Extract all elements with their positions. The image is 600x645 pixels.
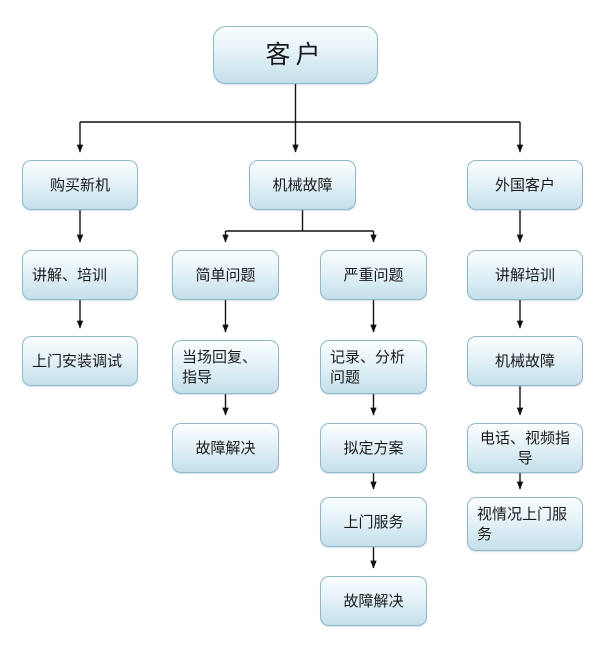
node-mechanical-fault[interactable]: 机械故障 [249, 160, 356, 210]
node-label: 机械故障 [272, 175, 333, 194]
node-label: 视情况上门服务 [477, 504, 568, 543]
node-label: 机械故障 [494, 351, 555, 370]
node-label: 故障解决 [343, 591, 404, 610]
node-record-analyze-problem[interactable]: 记录、分析问题 [320, 340, 427, 394]
node-mechanical-fault-foreign[interactable]: 机械故障 [467, 336, 583, 386]
node-fault-resolved-simple[interactable]: 故障解决 [172, 423, 279, 473]
node-label: 简单问题 [195, 265, 256, 284]
node-label: 上门安装调试 [32, 351, 123, 370]
node-simple-problem[interactable]: 简单问题 [172, 250, 279, 300]
node-label: 客户 [265, 40, 326, 70]
node-label: 购买新机 [49, 175, 110, 194]
node-label: 当场回复、指导 [182, 347, 258, 386]
node-label: 严重问题 [343, 265, 404, 284]
node-label: 记录、分析问题 [330, 347, 406, 386]
node-label: 讲解培训 [494, 265, 555, 284]
edge-mechfault-bus [222, 210, 377, 243]
node-label: 外国客户 [494, 175, 555, 194]
node-buy-new-machine[interactable]: 购买新机 [22, 160, 138, 210]
node-explain-training[interactable]: 讲解、培训 [22, 250, 138, 300]
node-draft-plan[interactable]: 拟定方案 [320, 423, 427, 473]
node-fault-resolved-serious[interactable]: 故障解决 [320, 576, 427, 626]
node-label: 故障解决 [195, 438, 256, 457]
node-onspot-reply-guidance[interactable]: 当场回复、指导 [172, 340, 279, 394]
node-phone-video-guidance[interactable]: 电话、视频指导 [467, 423, 583, 473]
node-label: 电话、视频指导 [479, 428, 570, 467]
edge-root-bus [76, 84, 524, 153]
node-explain-training-foreign[interactable]: 讲解培训 [467, 250, 583, 300]
node-onsite-service[interactable]: 上门服务 [320, 497, 427, 547]
node-serious-problem[interactable]: 严重问题 [320, 250, 427, 300]
node-foreign-customer[interactable]: 外国客户 [467, 160, 583, 210]
node-label: 讲解、培训 [32, 265, 108, 284]
node-conditional-onsite-service[interactable]: 视情况上门服务 [467, 497, 583, 551]
node-label: 上门服务 [343, 512, 404, 531]
node-root-customer[interactable]: 客户 [213, 26, 378, 84]
node-label: 拟定方案 [343, 438, 404, 457]
node-onsite-install-debug[interactable]: 上门安装调试 [22, 336, 138, 386]
